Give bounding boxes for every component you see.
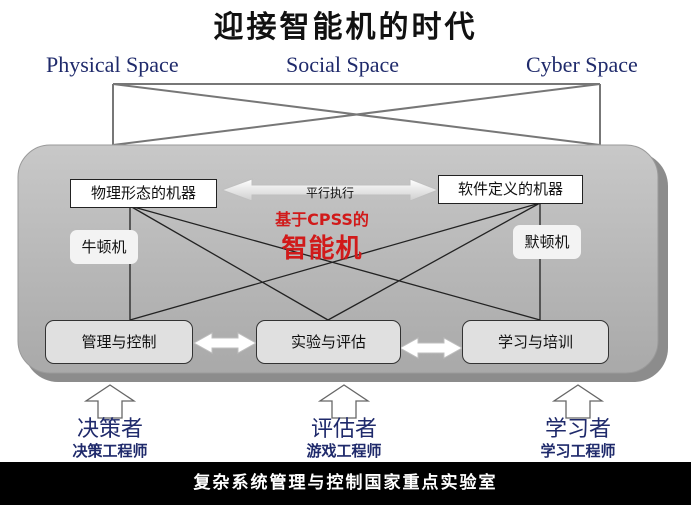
intelligent-machine-label: 智能机	[281, 234, 363, 264]
physical-space-label: Physical Space	[46, 52, 179, 77]
cpss-based-label: 基于CPSS的	[275, 210, 369, 229]
up-arrow-1	[83, 384, 137, 419]
parallel-label: 平行执行	[305, 186, 354, 200]
up-arrows	[83, 384, 605, 419]
role-evaluator: 评估者 游戏工程师	[274, 417, 414, 461]
role-title: 决策者	[76, 417, 143, 442]
social-space-label: Social Space	[286, 52, 400, 77]
up-arrow-3	[551, 384, 605, 419]
role-learner: 学习者 学习工程师	[508, 417, 648, 461]
footer-lab-name: 复杂系统管理与控制国家重点实验室	[0, 462, 691, 505]
up-arrow-2	[317, 384, 371, 419]
role-subtitle: 决策工程师	[72, 442, 148, 460]
role-decision-maker: 决策者 决策工程师	[40, 417, 180, 461]
page-title: 迎接智能机的时代	[213, 10, 478, 45]
merton-machine-label: 默顿机	[513, 225, 581, 259]
learn-train-box: 学习与培训	[462, 320, 609, 364]
inner-connection-lines	[129, 202, 541, 321]
role-subtitle: 学习工程师	[540, 442, 616, 460]
role-subtitle: 游戏工程师	[306, 442, 382, 460]
role-title: 评估者	[310, 417, 377, 442]
physical-machine-box: 物理形态的机器	[70, 179, 217, 208]
cyber-space-label: Cyber Space	[526, 52, 638, 77]
experiment-evaluate-box: 实验与评估	[256, 320, 401, 364]
role-title: 学习者	[544, 417, 611, 442]
newton-machine-label: 牛顿机	[70, 230, 138, 264]
manage-control-box: 管理与控制	[45, 320, 193, 364]
space-connection-lines	[112, 83, 601, 146]
software-machine-box: 软件定义的机器	[438, 175, 583, 204]
